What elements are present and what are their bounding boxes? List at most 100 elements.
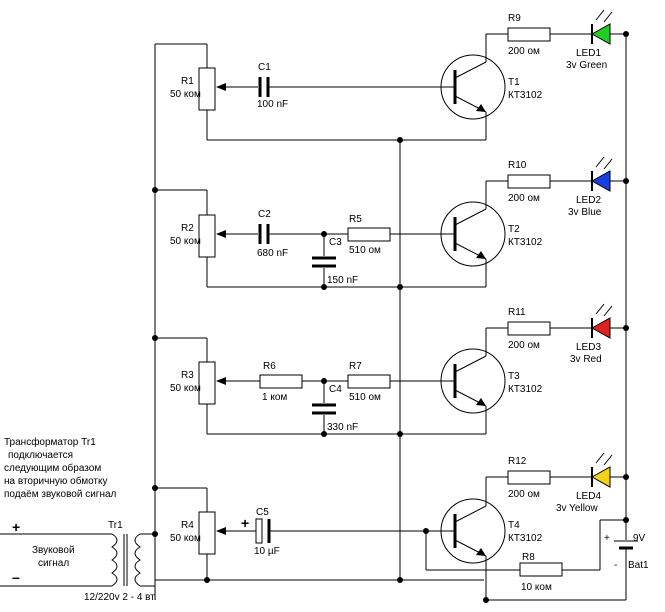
t4-model-label: КТ3102 xyxy=(508,533,543,544)
r12-value-label: 200 ом xyxy=(508,489,540,500)
r10-name-label: R10 xyxy=(508,160,527,171)
battery-minus-label: - xyxy=(614,560,617,571)
r1-wiper-arrow xyxy=(216,83,226,91)
resistor-r9 xyxy=(507,27,551,42)
c4-value-label: 330 nF xyxy=(327,422,358,433)
led1-green-icon xyxy=(590,23,611,45)
c5-polarity-plus: + xyxy=(241,515,249,531)
led2-ray-2 xyxy=(603,158,613,170)
c5-plate-positive xyxy=(255,518,263,544)
r6-name-label: R6 xyxy=(263,361,276,372)
battery-plus-label: + xyxy=(604,533,610,544)
junction-dot xyxy=(423,528,429,534)
junction-dot xyxy=(483,597,489,603)
transistor-t1 xyxy=(440,54,506,120)
transformer-spec-label: 12/220v 2 - 4 вт. xyxy=(84,592,157,603)
junction-dot xyxy=(397,577,403,583)
transistor-t3 xyxy=(440,348,506,414)
r3-name-label: R3 xyxy=(181,370,194,381)
input-signal-label-1: Звуковой xyxy=(32,545,75,556)
led3-red-icon xyxy=(590,317,611,339)
resistor-r11 xyxy=(507,321,551,336)
led2-ray-1 xyxy=(595,156,605,168)
transistor-t2 xyxy=(440,201,506,267)
t3-model-label: КТ3102 xyxy=(508,384,543,395)
r8-value-label: 10 ком xyxy=(521,582,552,593)
junction-dot xyxy=(321,231,327,237)
junction-dot xyxy=(623,325,629,331)
c3-name-label: C3 xyxy=(329,237,342,248)
t1-name-label: T1 xyxy=(508,77,520,88)
led2-name-label: LED2 xyxy=(576,195,601,206)
t2-model-label: КТ3102 xyxy=(508,237,543,248)
r10-value-label: 200 ом xyxy=(508,193,540,204)
led4-name-label: LED4 xyxy=(576,491,601,502)
r2-wiper-arrow xyxy=(216,230,226,238)
junction-dot xyxy=(152,485,158,491)
potentiometer-r1 xyxy=(198,67,216,111)
potentiometer-r2 xyxy=(198,214,216,258)
r1-value-label: 50 ком xyxy=(170,89,201,100)
c3-value-label: 150 nF xyxy=(327,275,358,286)
junction-dot xyxy=(321,378,327,384)
junction-dot xyxy=(152,531,158,537)
c2-name-label: C2 xyxy=(258,209,271,220)
c1-name-label: C1 xyxy=(258,62,271,73)
resistor-r5 xyxy=(347,227,391,242)
t2-collector xyxy=(454,208,487,226)
r3-wiper-arrow xyxy=(216,377,226,385)
r6-value-label: 1 ком xyxy=(262,392,287,403)
led1-ray-2 xyxy=(603,11,613,23)
junction-dot xyxy=(397,137,403,143)
transformer-primary-coil xyxy=(111,533,118,587)
c5-value-label: 10 µF xyxy=(254,546,280,557)
junction-dot xyxy=(152,335,158,341)
r5-name-label: R5 xyxy=(349,214,362,225)
junction-dot xyxy=(623,178,629,184)
r2-name-label: R2 xyxy=(181,223,194,234)
input-plus-label: + xyxy=(12,519,20,535)
junction-dot xyxy=(623,517,629,523)
r11-name-label: R11 xyxy=(508,307,526,318)
transformer-name-label: Tr1 xyxy=(108,520,123,531)
led4-yellow-icon xyxy=(590,466,611,488)
r1-name-label: R1 xyxy=(181,76,194,87)
transformer-note-line-3: следующим образом xyxy=(4,462,101,474)
junction-dot xyxy=(623,31,629,37)
resistor-r7 xyxy=(347,374,391,389)
potentiometer-r4 xyxy=(198,511,216,555)
led4-ray-2 xyxy=(603,454,613,466)
led2-spec-label: 3v Blue xyxy=(568,207,602,218)
r12-name-label: R12 xyxy=(508,456,527,467)
junction-dot xyxy=(397,431,403,437)
resistor-r12 xyxy=(507,470,551,485)
c4-name-label: C4 xyxy=(329,384,342,395)
junction-dot xyxy=(152,187,158,193)
transistor-t4 xyxy=(440,498,506,564)
r4-value-label: 50 ком xyxy=(170,533,201,544)
t4-emitter-arrow xyxy=(476,548,486,556)
resistor-r8 xyxy=(519,562,563,577)
led1-ray-1 xyxy=(595,9,605,21)
t3-collector xyxy=(454,355,487,373)
t2-name-label: T2 xyxy=(508,224,520,235)
junction-dot xyxy=(321,431,327,437)
led1-spec-label: 3v Green xyxy=(566,60,607,71)
led2-blue-icon xyxy=(590,170,611,192)
junction-dot xyxy=(397,284,403,290)
c5-name-label: C5 xyxy=(256,507,269,518)
r5-value-label: 510 ом xyxy=(349,245,381,256)
r7-value-label: 510 ом xyxy=(349,392,381,403)
transformer-note-line-5: подаём звуковой сигнал xyxy=(4,489,117,500)
t1-collector xyxy=(454,61,487,79)
led1-name-label: LED1 xyxy=(576,48,601,59)
t4-name-label: T4 xyxy=(508,520,520,531)
t4-collector xyxy=(454,505,487,523)
r9-value-label: 200 ом xyxy=(508,46,540,57)
transformer-note-line-2: подключается xyxy=(8,450,73,461)
battery-name-label: Bat1 xyxy=(628,560,649,571)
led4-spec-label: 3v Yellow xyxy=(556,503,598,514)
r8-name-label: R8 xyxy=(522,552,535,563)
